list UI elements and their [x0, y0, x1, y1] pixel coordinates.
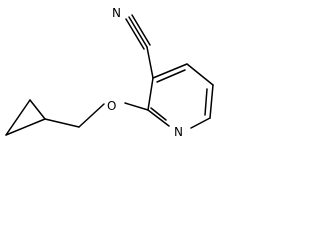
bond-c3-cnitrile — [146, 46, 154, 79]
ring-nitrogen-label: N — [174, 125, 183, 139]
cyclopropyl-ring — [5, 99, 46, 136]
nitrile-nitrogen-label: N — [112, 6, 121, 20]
bond-ch2-cyclopropyl — [44, 118, 80, 128]
molecule-structure: N O N — [5, 6, 214, 139]
nitrile-triple-bond — [125, 14, 151, 50]
bond-oxygen-ch2 — [78, 103, 105, 128]
pyridine-ring — [147, 63, 214, 129]
bond-c2-oxygen — [124, 102, 149, 111]
ether-oxygen-label: O — [107, 99, 116, 113]
